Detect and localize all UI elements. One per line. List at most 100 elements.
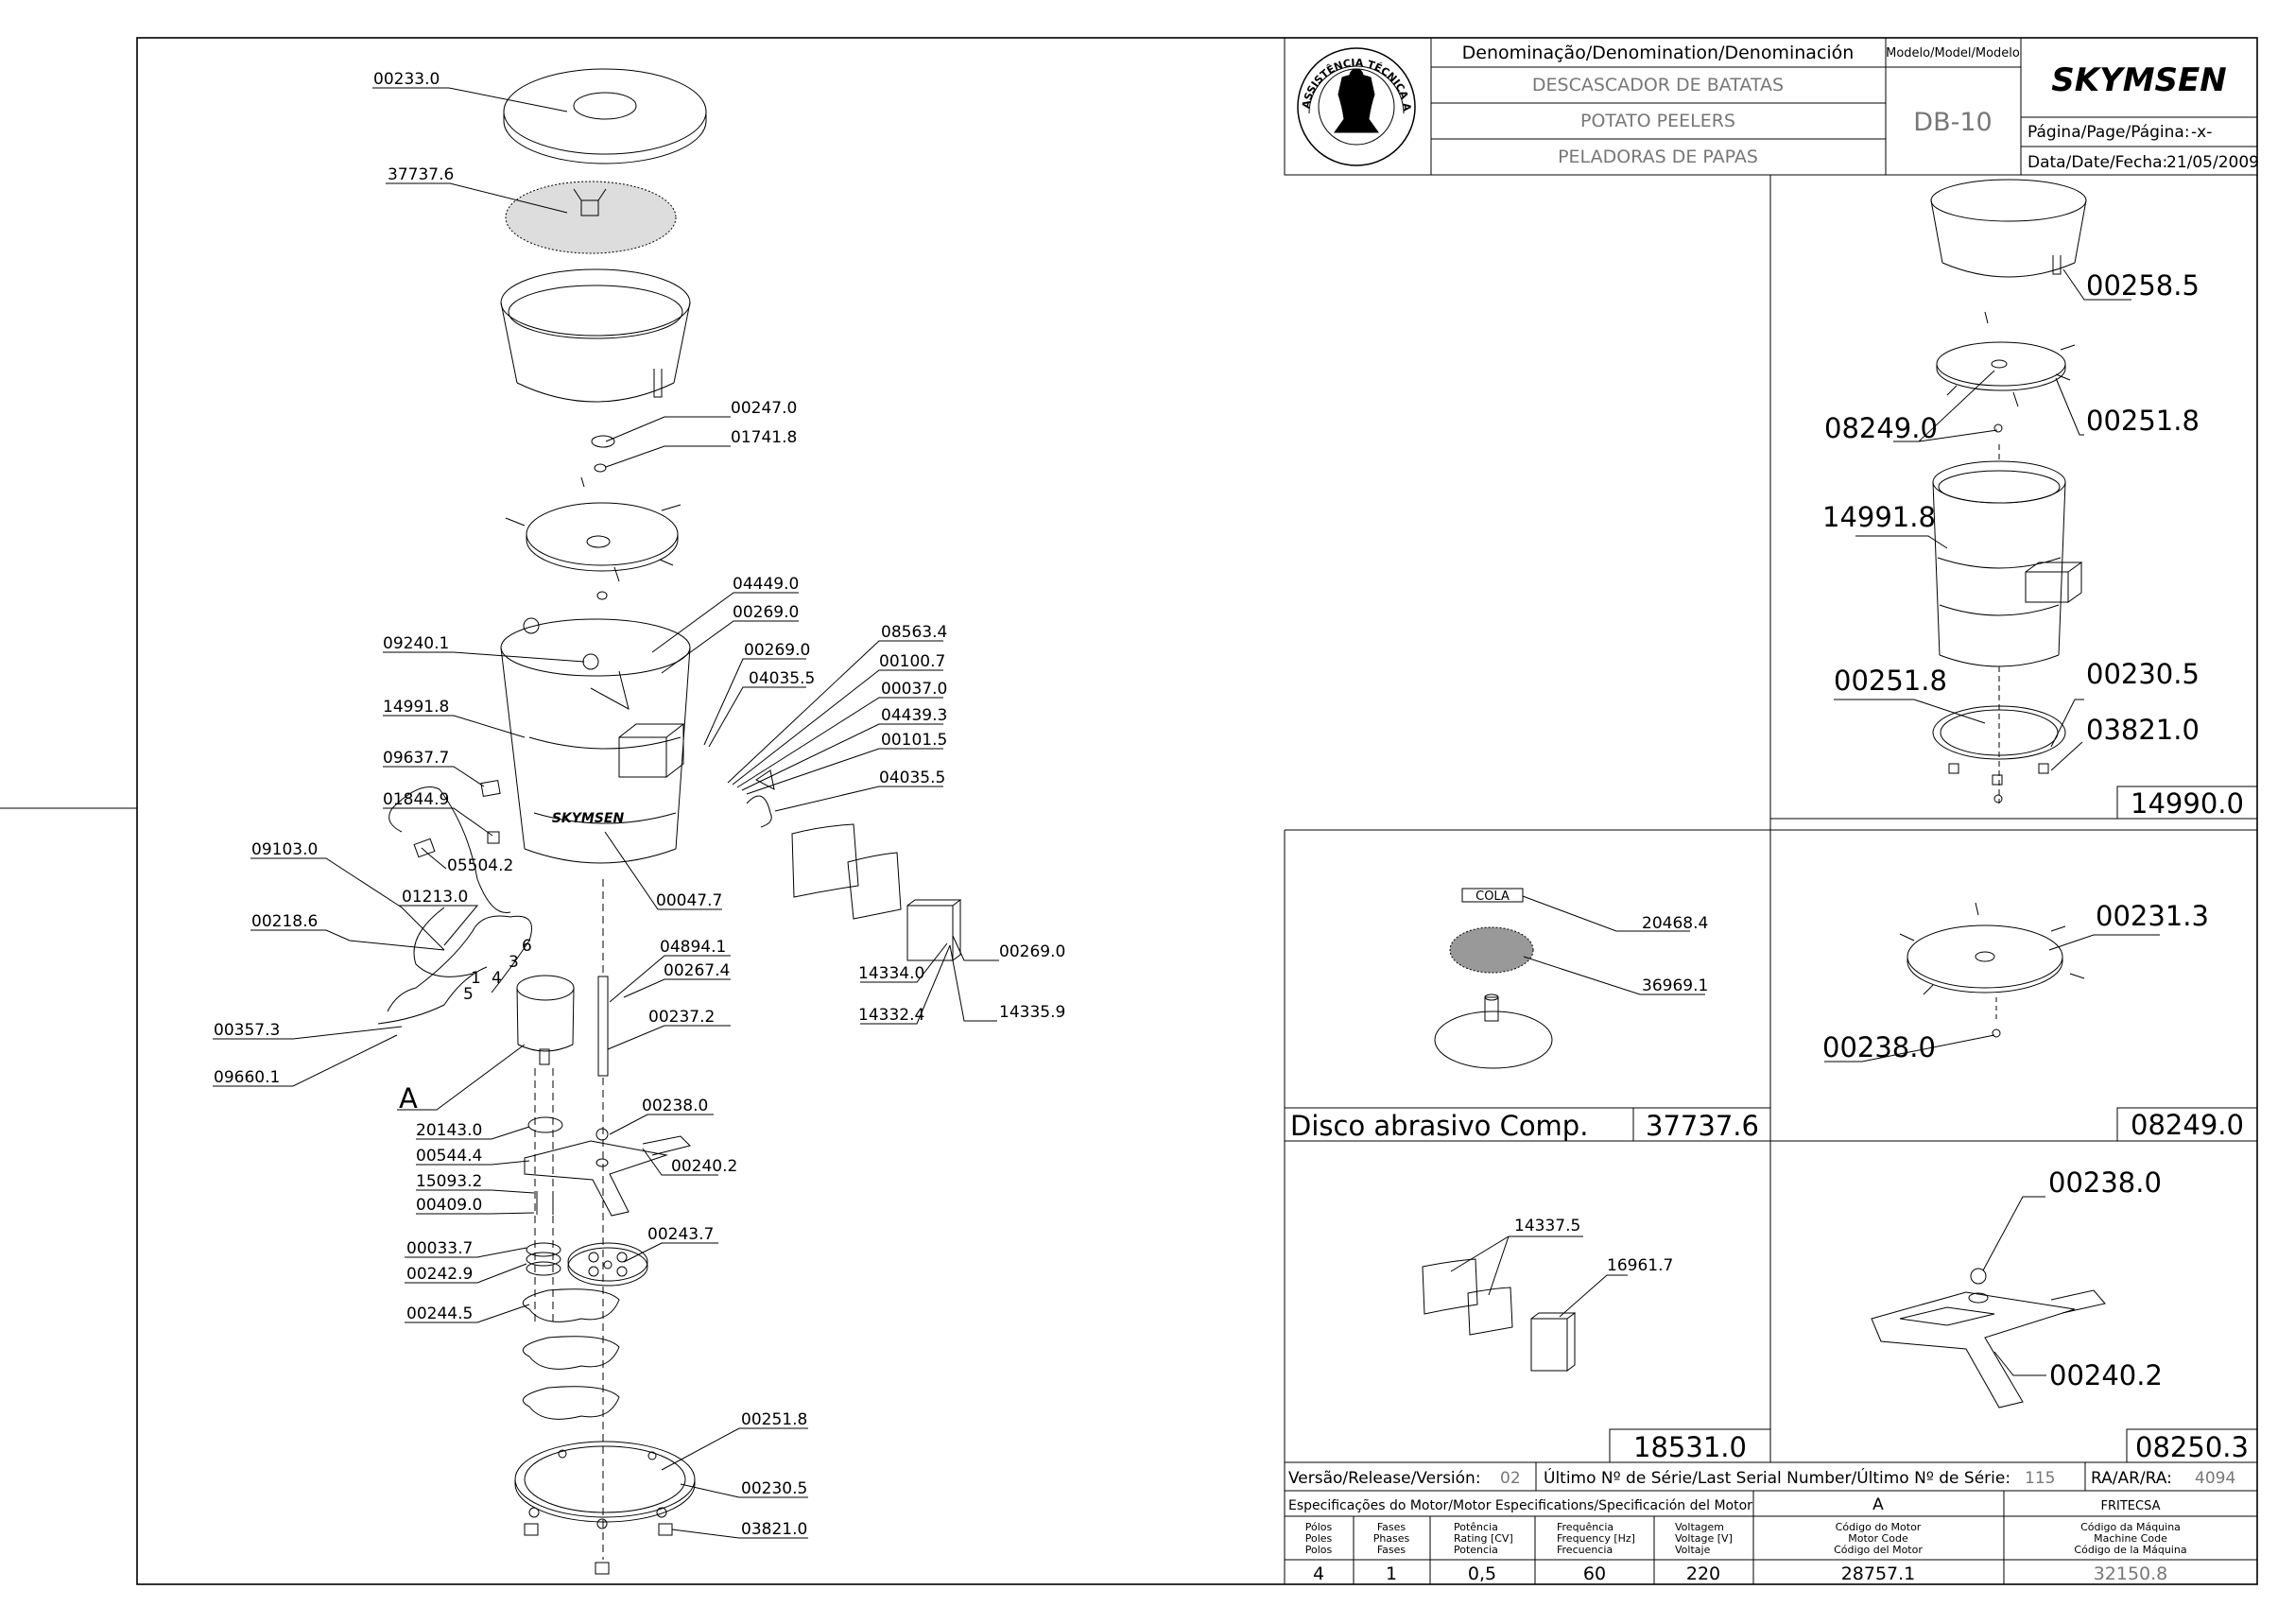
spec-col-poles: Pólos Poles Polos 4: [1305, 1521, 1333, 1584]
spec-col-frequency: Frequência Frequency [Hz] Frecuencia 60: [1557, 1521, 1635, 1584]
part-number-labels: 00233.037737.600247.001741.804449.000269…: [214, 70, 2249, 1539]
detail-code-37737: 37737.6: [1646, 1110, 1759, 1142]
motor-bracket: [524, 1135, 691, 1217]
machine-logo: SKYMSEN: [552, 811, 625, 826]
svg-text:32150.8: 32150.8: [2094, 1564, 2168, 1584]
part-label-01844.9: 01844.9: [383, 790, 449, 809]
part-label-00047.7: 00047.7: [656, 891, 722, 910]
spec-col-voltage: Voltagem Voltage [V] Voltaje 220: [1675, 1521, 1733, 1584]
part-label-03821.0: 03821.0: [2086, 714, 2200, 746]
drawing-frame: [0, 37, 2258, 1585]
wiring: 6 3 4 1 5: [377, 786, 532, 1025]
svg-text:Motor Code: Motor Code: [1848, 1532, 1908, 1545]
svg-text:Potencia: Potencia: [1454, 1544, 1498, 1556]
part-label-14334.0: 14334.0: [858, 964, 924, 983]
svg-text:Código da Máquina: Código da Máquina: [2080, 1521, 2181, 1533]
spec-col-motor-code: Código do Motor Motor Code Código del Mo…: [1834, 1521, 1923, 1584]
motor-pulley: [526, 1242, 561, 1276]
detail-code-08249: 08249.0: [2131, 1109, 2244, 1141]
part-label-16961.7: 16961.7: [1607, 1256, 1673, 1275]
part-label-09103.0: 09103.0: [251, 840, 318, 859]
svg-text:Frequency [Hz]: Frequency [Hz]: [1557, 1532, 1635, 1545]
spec-col-machine-code: Código da Máquina Machine Code Código de…: [2074, 1521, 2186, 1584]
svg-text:Voltaje: Voltaje: [1675, 1544, 1711, 1556]
model-code: DB-10: [1913, 108, 1992, 137]
part-label-04449.0: 04449.0: [733, 575, 799, 594]
model-header: Modelo/Model/Modelo: [1886, 46, 2020, 60]
part-label-00240.2: 00240.2: [671, 1157, 737, 1176]
part-label-00230.5: 00230.5: [741, 1479, 807, 1498]
detail-18531-view: [1422, 1235, 1628, 1372]
page-value: -x-: [2191, 123, 2212, 142]
name-english: POTATO PEELERS: [1580, 111, 1735, 131]
part-label-00237.2: 00237.2: [648, 1008, 715, 1027]
main-leader-lines: [213, 87, 999, 1539]
rotating-plate: [505, 476, 682, 600]
name-portuguese: DESCASCADOR DE BATATAS: [1532, 75, 1784, 95]
motor-manufacturer: FRITECSA: [2101, 1499, 2161, 1513]
denomination-header: Denominação/Denomination/Denominación: [1462, 43, 1855, 63]
svg-text:28757.1: 28757.1: [1841, 1564, 1916, 1584]
part-label-00269.0: 00269.0: [999, 942, 1065, 961]
detail-panel-grid: [1284, 175, 2258, 1463]
serial-label: Último Nº de Série/Last Serial Number/Úl…: [1544, 1467, 2010, 1488]
motor: [516, 975, 575, 1065]
part-label-04894.1: 04894.1: [660, 938, 726, 957]
svg-text:Voltage [V]: Voltage [V]: [1675, 1532, 1733, 1545]
detail-code-14990: 14990.0: [2131, 787, 2244, 820]
abrasive-disc: [505, 181, 677, 254]
part-label-00269.0: 00269.0: [733, 603, 799, 622]
detail-37737-view: [1434, 888, 1705, 1069]
part-label-00251.8: 00251.8: [741, 1410, 807, 1429]
part-label-09637.7: 09637.7: [383, 749, 449, 768]
motor-ref: A: [1872, 1495, 1884, 1514]
part-label-00033.7: 00033.7: [406, 1239, 473, 1258]
part-label-05504.2: 05504.2: [447, 856, 513, 875]
seal-text: ASSISTÊNCIA TÉCNICA AUTORIZADA: [0, 0, 1413, 112]
part-label-00101.5: 00101.5: [881, 731, 947, 750]
part-label-00238.0: 00238.0: [1822, 1031, 1936, 1063]
part-label-04035.5: 04035.5: [879, 769, 945, 787]
part-label-00100.7: 00100.7: [879, 652, 945, 671]
part-label-00251.8: 00251.8: [2086, 405, 2200, 437]
part-label-00231.3: 00231.3: [2096, 900, 2209, 932]
part-label-00242.9: 00242.9: [406, 1265, 473, 1284]
svg-text:Código de la Máquina: Código de la Máquina: [2074, 1544, 2186, 1556]
page-label: Página/Page/Página:: [2028, 123, 2190, 142]
part-label-00357.3: 00357.3: [214, 1021, 280, 1040]
part-label-00238.0: 00238.0: [2048, 1166, 2162, 1199]
detail-08250-view: [1871, 1196, 2106, 1408]
svg-text:Código del Motor: Código del Motor: [1834, 1544, 1923, 1556]
part-label-15093.2: 15093.2: [416, 1172, 482, 1191]
part-label-04035.5: 04035.5: [749, 669, 815, 688]
part-label-00269.0: 00269.0: [744, 641, 810, 660]
svg-text:Rating [CV]: Rating [CV]: [1454, 1532, 1513, 1545]
detail-14990-view: [1930, 179, 2087, 803]
part-label-00544.4: 00544.4: [416, 1147, 482, 1166]
part-label-14991.8: 14991.8: [1822, 501, 1936, 533]
wire-5: 5: [463, 985, 474, 1004]
svg-text:Potência: Potência: [1454, 1521, 1498, 1533]
svg-text:60: 60: [1583, 1564, 1606, 1584]
motor-spec-header: Especificações do Motor/Motor Especifica…: [1288, 1498, 1752, 1513]
shaft: [597, 976, 609, 1077]
detail-code-08250: 08250.3: [2135, 1431, 2249, 1463]
part-label-00240.2: 00240.2: [2049, 1359, 2163, 1391]
authorized-service-seal: ASSISTÊNCIA TÉCNICA AUTORIZADA: [0, 0, 1416, 166]
spec-col-rating: Potência Rating [CV] Potencia 0,5: [1454, 1521, 1513, 1584]
svg-text:Fases: Fases: [1377, 1521, 1406, 1533]
detail-14990-leaders: [1834, 268, 2131, 771]
part-label-00243.7: 00243.7: [647, 1225, 714, 1244]
spec-col-phases: Fases Phases Fases 1: [1373, 1521, 1410, 1584]
part-label-08249.0: 08249.0: [1824, 412, 1938, 444]
title-block: ASSISTÊNCIA TÉCNICA AUTORIZADA Denominaç…: [0, 0, 2259, 176]
part-label-00247.0: 00247.0: [731, 399, 797, 418]
part-label-00258.5: 00258.5: [2086, 269, 2200, 302]
svg-text:Poles: Poles: [1305, 1532, 1333, 1545]
date-value: 21/05/2009: [2166, 153, 2259, 172]
svg-text:0,5: 0,5: [1468, 1564, 1496, 1584]
ra-value: 4094: [2195, 1469, 2235, 1488]
detail-08249-view: [1824, 902, 2160, 1063]
svg-text:Código do Motor: Código do Motor: [1836, 1521, 1922, 1533]
svg-text:ASSISTÊNCIA TÉCNICA AUTORIZADA: ASSISTÊNCIA TÉCNICA AUTORIZADA: [0, 0, 1413, 112]
